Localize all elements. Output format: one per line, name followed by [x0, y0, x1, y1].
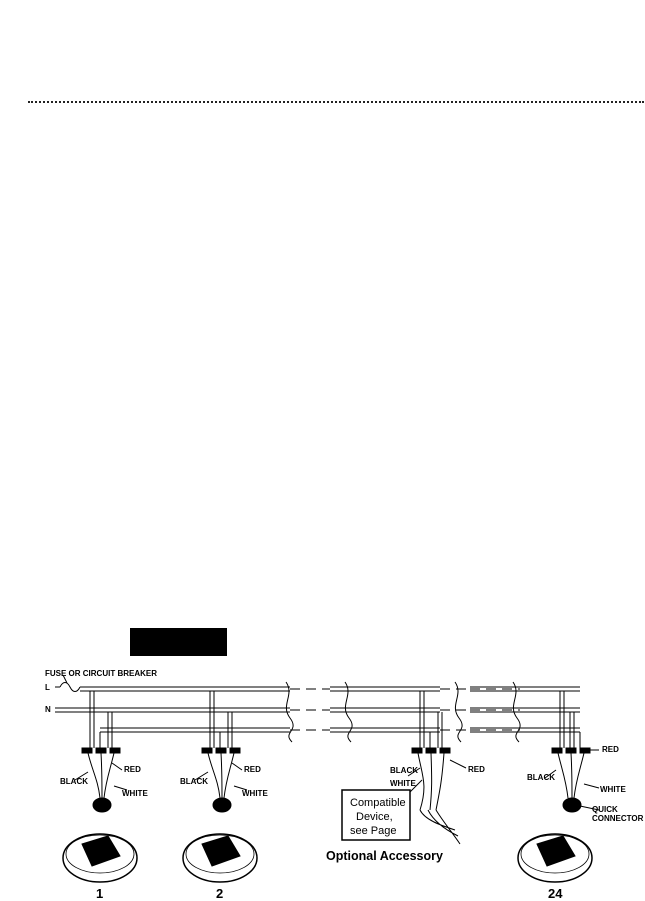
white-label-acc: WHITE: [390, 779, 416, 788]
section-divider: [28, 101, 644, 103]
device-box-line2: Device,: [356, 811, 393, 823]
quick-connector-line2: CONNECTOR: [592, 814, 644, 823]
black-label-24: BLACK: [527, 773, 555, 782]
wiring-diagram: FUSE OR CIRCUIT BREAKER L N BLACK RED WH…: [45, 669, 644, 901]
device-box-line3: see Page: [350, 825, 396, 837]
fuse-label: FUSE OR CIRCUIT BREAKER: [45, 669, 157, 678]
black-label-1: BLACK: [60, 777, 88, 786]
white-label-1: WHITE: [122, 789, 148, 798]
alarm-number-24: 24: [548, 886, 563, 901]
figure-label-box: [130, 628, 227, 656]
neutral-label: N: [45, 705, 51, 714]
alarm-number-1: 1: [96, 886, 103, 901]
red-label-acc: RED: [468, 765, 485, 774]
line-label: L: [45, 683, 50, 692]
quick-connector-line1: QUICK: [592, 805, 618, 814]
red-label-24: RED: [602, 745, 619, 754]
optional-accessory-label: Optional Accessory: [326, 849, 443, 863]
device-box-line1: Compatible: [350, 797, 406, 809]
white-label-2: WHITE: [242, 789, 268, 798]
black-label-acc: BLACK: [390, 766, 418, 775]
red-label-2: RED: [244, 765, 261, 774]
black-label-2: BLACK: [180, 777, 208, 786]
white-label-24: WHITE: [600, 785, 626, 794]
alarm-number-2: 2: [216, 886, 223, 901]
red-label-1: RED: [124, 765, 141, 774]
